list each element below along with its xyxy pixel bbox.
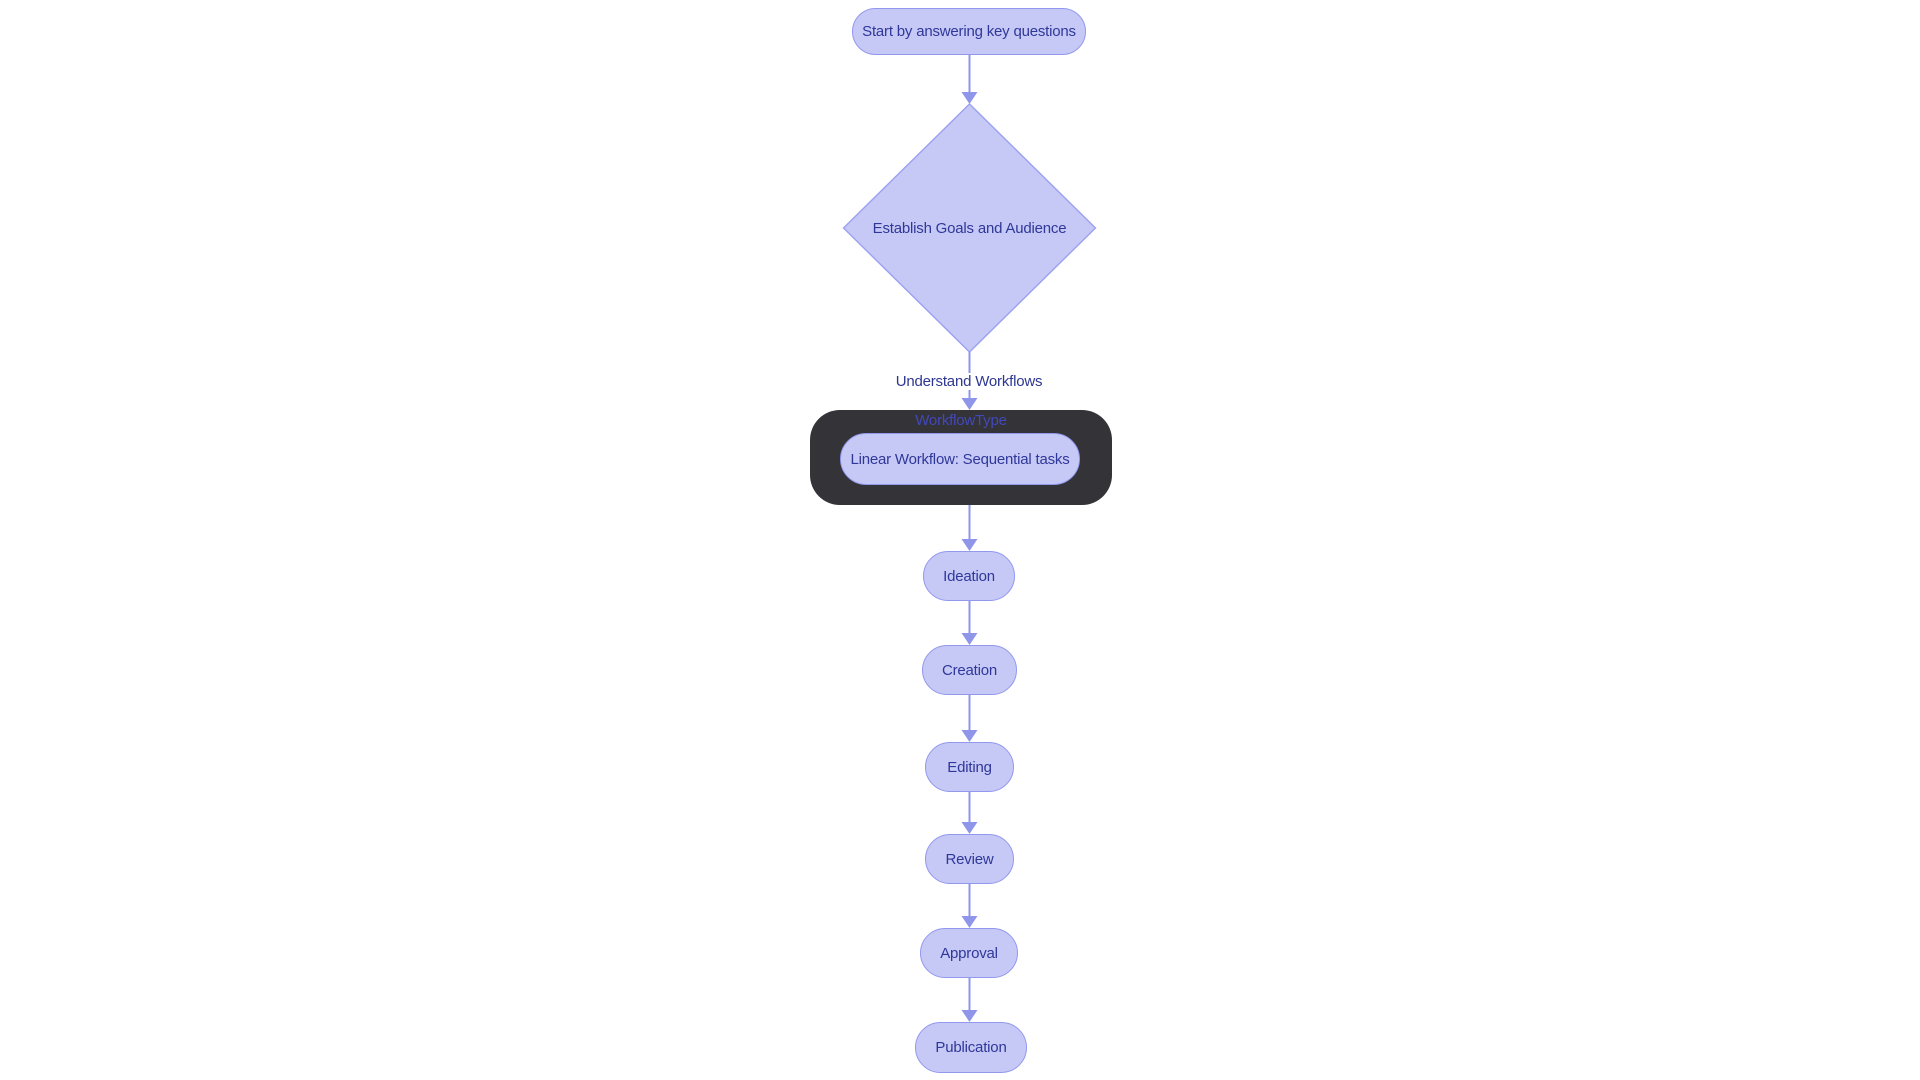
linear-workflow-node-label: Linear Workflow: Sequential tasks — [850, 450, 1070, 468]
step-node-ideation: Ideation — [923, 551, 1015, 601]
step-node-editing: Editing — [925, 742, 1014, 792]
edge-arrow-creation-to-editing — [961, 695, 978, 742]
workflow-type-cluster: WorkflowType Linear Workflow: Sequential… — [810, 410, 1112, 505]
edge-arrow-review-to-approval — [961, 884, 978, 928]
step-node-publication-label: Publication — [935, 1039, 1007, 1056]
edge-arrow-ideation-to-creation — [961, 601, 978, 645]
start-node-label: Start by answering key questions — [862, 23, 1076, 40]
linear-workflow-node: Linear Workflow: Sequential tasks — [840, 433, 1080, 485]
step-node-publication: Publication — [915, 1022, 1027, 1073]
step-node-creation: Creation — [922, 645, 1017, 695]
edge-label-understand-workflows: Understand Workflows — [891, 373, 1047, 390]
step-node-review-label: Review — [945, 850, 994, 868]
start-node: Start by answering key questions — [852, 8, 1086, 55]
edge-arrow-cluster-to-ideation — [961, 505, 978, 551]
step-node-review: Review — [925, 834, 1014, 884]
decision-node-label: Establish Goals and Audience — [872, 219, 1067, 237]
edge-arrow-start-to-decision — [961, 55, 978, 104]
step-node-editing-label: Editing — [947, 758, 992, 776]
step-node-ideation-label: Ideation — [943, 567, 995, 585]
step-node-approval-label: Approval — [940, 944, 998, 962]
step-node-creation-label: Creation — [941, 661, 998, 679]
step-node-approval: Approval — [920, 928, 1018, 978]
edge-arrow-approval-to-publication — [961, 978, 978, 1022]
edge-arrow-editing-to-review — [961, 792, 978, 834]
decision-node: Establish Goals and Audience — [843, 104, 1096, 352]
workflow-type-cluster-label: WorkflowType — [915, 412, 1007, 429]
